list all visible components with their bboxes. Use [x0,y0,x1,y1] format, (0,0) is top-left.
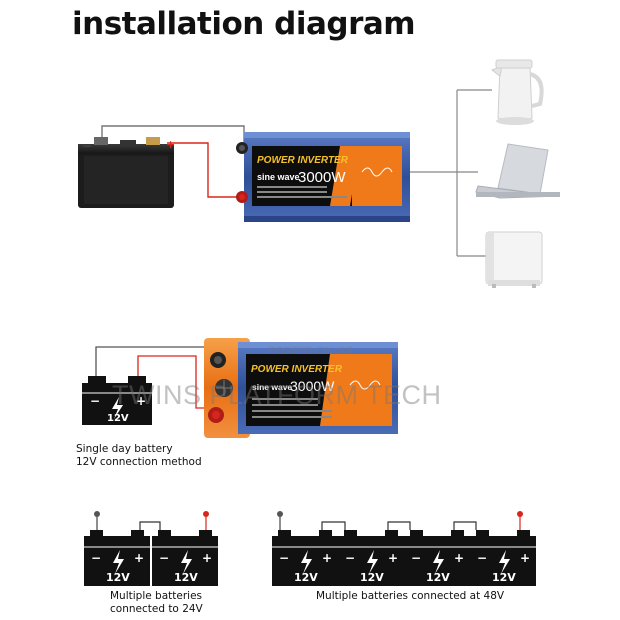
caption-24v: Multiple batteries connected to 24V [110,590,203,616]
inverter-watt-label: 3000W [298,169,346,186]
battery-voltage-label: 12V [426,571,450,584]
battery-plus-label: + [388,551,398,565]
inverter2-watt-label: 3000W [290,378,335,394]
svg-text:−: − [82,139,92,153]
svg-text:+: + [166,138,175,151]
battery-icon: − +12V [152,530,218,586]
watermark-small: POSTED ON JIJI [268,345,353,357]
battery-icon: − +12V [404,530,470,586]
battery-voltage-label: 12V [294,571,318,584]
caption-24v-line2: connected to 24V [110,603,203,615]
caption-single-line2: 12V connection method [76,456,202,468]
battery-minus-label: − [90,394,100,408]
battery-plus-label: + [136,394,146,408]
battery-plus-label: + [134,551,144,565]
inverter-blue: POWER INVERTER sine wave 3000W [236,132,410,222]
appliance-wires [410,89,492,257]
battery-chain-48v [279,514,521,530]
inverter2-brand-label: POWER INVERTER [251,364,343,375]
inverter-brand-label: POWER INVERTER [257,155,349,166]
battery-plus-label: + [520,551,530,565]
battery-icon: − +12V [272,530,338,586]
caption-24v-line1: Multiple batteries [110,590,203,602]
battery-minus-label: − [279,551,289,565]
battery-minus-label: − [411,551,421,565]
caption-48v: Multiple batteries connected at 48V [316,590,505,602]
battery-icon: − +12V [84,530,150,586]
battery-voltage-label: 12V [106,571,130,584]
battery-voltage-label: 12V [174,571,198,584]
caption-single-line1: Single day battery [76,443,173,455]
page-title: installation diagram [72,6,416,42]
car-battery: + − [78,137,175,208]
battery-minus-label: − [345,551,355,565]
battery-icon: − +12V [338,530,404,586]
bottom-batteries: −+12V−+12V−+12V−+12V−+12V−+12V [84,530,536,586]
battery-voltage-label: 12V [360,571,384,584]
battery-minus-label: − [159,551,169,565]
battery-pair-24v [94,511,209,530]
inverter-orange: POWER INVERTER sine wave 3000W [204,338,398,438]
battery-plus-label: + [322,551,332,565]
battery-plus-label: + [202,551,212,565]
laptop-icon [475,143,561,199]
watermark-large: TWINS PLATFORM TECH [112,380,442,410]
battery-minus-label: − [477,551,487,565]
caption-single-battery: Single day battery 12V connection method [76,443,202,469]
mini-fridge-icon [485,231,543,288]
kettle-icon [490,59,544,125]
battery-voltage-label: 12V [492,571,516,584]
inverter2-wave-label: sine wave [252,382,292,392]
battery-icon: − + 12V [82,376,152,425]
battery-plus-label: + [454,551,464,565]
battery-minus-label: − [91,551,101,565]
battery-icon: − +12V [470,530,536,586]
inverter-wave-label: sine wave [257,172,300,182]
battery-voltage-label: 12V [107,413,129,424]
